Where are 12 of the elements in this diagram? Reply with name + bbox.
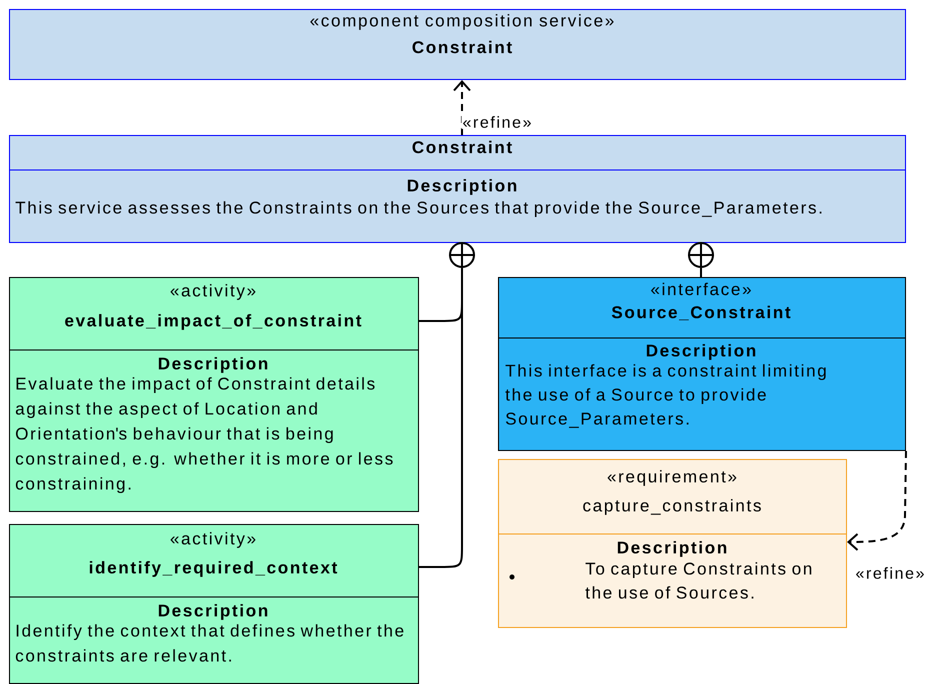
activity-box: «activity» evaluate_impact_of_constraint Description Evaluate the impact of Constraint details against the aspect of Location and Orientation's behaviour that is being constrained, e.g. whether it is more or less constraining. bbox=[8, 277, 419, 512]
interface-box: «interface» Source_Constraint Description This interface is a constraint limiting the use of a Source to provide Source_Parameters. bbox=[498, 277, 906, 451]
edge-label: «refine» bbox=[462, 115, 533, 129]
arrow bbox=[847, 450, 907, 551]
requirement-box: «requirement» capture_constraints Description To capture Constraints on the use of Sources. bbox=[498, 459, 847, 628]
component-box: Constraint Description This service assesses the Constraints on the Sources that provide the Source_Parameters. bbox=[8, 135, 906, 243]
edge-label: «refine» bbox=[854, 566, 926, 580]
activity-box: «activity» identify_required_context Description Identify the context that defines whether the constraints are relevant. bbox=[8, 524, 419, 684]
arrow bbox=[453, 80, 471, 135]
containment-line bbox=[419, 299, 463, 568]
containment-line bbox=[449, 242, 475, 299]
component-box: «component composition service» Constraint bbox=[9, 9, 906, 80]
